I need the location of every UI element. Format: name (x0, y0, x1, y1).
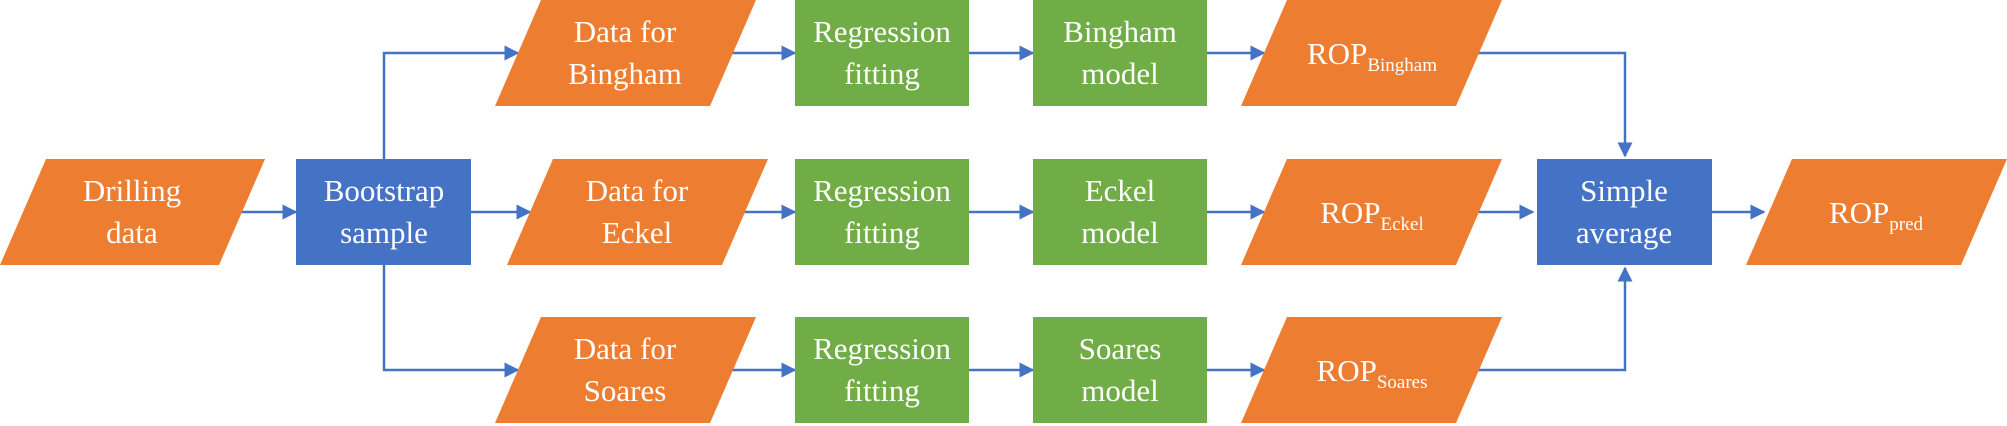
node-label-line2: Bingham (568, 56, 682, 91)
edge-bootstrap-to-soares-data (382, 265, 520, 378)
node-label-line2: Soares (584, 373, 667, 408)
rect-shape (795, 0, 969, 106)
node-soares-model: Soares model (1033, 317, 1207, 423)
node-label-line1: Data for (574, 14, 677, 49)
node-label-line2: average (1576, 215, 1672, 250)
node-label-line1: Data for (574, 331, 677, 366)
node-rop-pred: ROPpred (1746, 159, 2007, 265)
node-regression-fitting-eckel: Regression fitting (795, 159, 969, 265)
parallelogram-shape (495, 317, 756, 423)
rop-main-text: ROP (1320, 195, 1380, 230)
node-bootstrap-sample: Bootstrap sample (296, 159, 471, 265)
rect-shape (1033, 159, 1207, 265)
rect-shape (795, 159, 969, 265)
node-label-line2: Eckel (602, 215, 673, 250)
rop-main-text: ROP (1317, 353, 1377, 388)
node-label-line1: Eckel (1085, 173, 1156, 208)
node-label-line1: Soares (1079, 331, 1162, 366)
rect-shape (795, 317, 969, 423)
node-label-line1: Regression (813, 331, 951, 366)
rop-subscript-text: Eckel (1381, 214, 1424, 235)
node-label-line2: fitting (844, 215, 920, 250)
node-label-line2: model (1081, 215, 1159, 250)
node-simple-average: Simple average (1537, 159, 1712, 265)
rop-subscript-text: pred (1889, 214, 1923, 235)
rop-label: ROPSoares (1317, 353, 1428, 393)
node-label-line2: fitting (844, 373, 920, 408)
node-rop-eckel: ROPEckel (1241, 159, 1502, 265)
node-label-line1: Bootstrap (324, 173, 445, 208)
node-data-for-bingham: Data for Bingham (495, 0, 756, 106)
node-label-line2: model (1081, 56, 1159, 91)
node-data-for-soares: Data for Soares (495, 317, 756, 423)
parallelogram-shape (507, 159, 768, 265)
node-rop-soares: ROPSoares (1241, 317, 1502, 423)
node-label-line1: Drilling (83, 173, 181, 208)
node-label-line1: Bingham (1063, 14, 1177, 49)
rect-shape (1033, 317, 1207, 423)
edge-bootstrap-to-bingham-data (382, 45, 520, 159)
node-regression-fitting-soares: Regression fitting (795, 317, 969, 423)
rop-label: ROPEckel (1320, 195, 1424, 235)
rop-main-text: ROP (1829, 195, 1889, 230)
node-rop-bingham: ROPBingham (1241, 0, 1502, 106)
edges (240, 45, 1766, 378)
parallelogram-shape (1241, 159, 1502, 265)
parallelogram-shape (1746, 159, 2007, 265)
parallelogram-shape (495, 0, 756, 106)
parallelogram-shape (1241, 317, 1502, 423)
rop-subscript-text: Soares (1377, 372, 1428, 393)
node-label-line1: Regression (813, 14, 951, 49)
parallelogram-shape (1241, 0, 1502, 106)
node-drilling-data: Drilling data (0, 159, 265, 265)
node-bingham-model: Bingham model (1033, 0, 1207, 106)
node-label-line1: Regression (813, 173, 951, 208)
rect-shape (1033, 0, 1207, 106)
rect-shape (1537, 159, 1712, 265)
node-label-line1: Simple (1580, 173, 1668, 208)
parallelogram-shape (0, 159, 265, 265)
rop-subscript-text: Bingham (1367, 55, 1437, 76)
node-label-line2: sample (340, 215, 428, 250)
node-eckel-model: Eckel model (1033, 159, 1207, 265)
rop-main-text: ROP (1307, 36, 1367, 71)
node-label-line2: model (1081, 373, 1159, 408)
edge-rop-bingham-to-average (1475, 51, 1633, 158)
rop-label: ROPpred (1829, 195, 1924, 235)
edge-rop-soares-to-average (1475, 266, 1633, 372)
rop-label: ROPBingham (1307, 36, 1437, 76)
node-label-line2: fitting (844, 56, 920, 91)
node-label-line1: Data for (586, 173, 689, 208)
node-label-line2: data (106, 215, 158, 250)
node-data-for-eckel: Data for Eckel (507, 159, 768, 265)
rect-shape (296, 159, 471, 265)
node-regression-fitting-bingham: Regression fitting (795, 0, 969, 106)
